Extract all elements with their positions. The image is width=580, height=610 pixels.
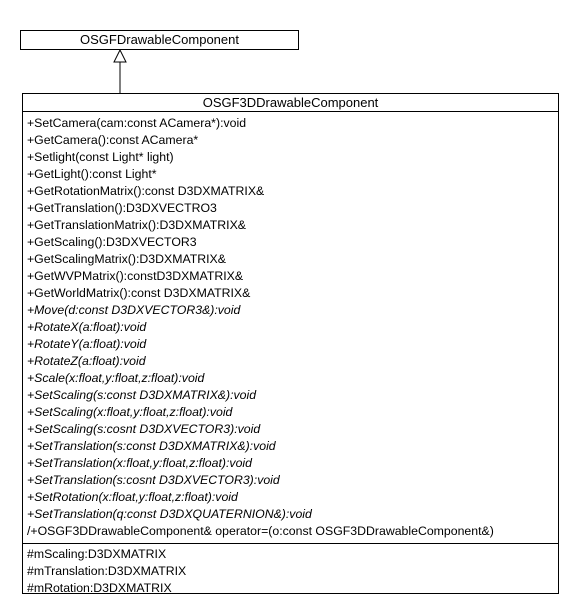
attribute-row: #mTranslation:D3DXMATRIX	[27, 564, 187, 578]
operation-row: +RotateY(a:float):void	[27, 337, 147, 351]
operation-row: +SetCamera(cam:const ACamera*):void	[27, 116, 247, 130]
operation-row: +SetScaling(s:cosnt D3DXVECTOR3):void	[27, 422, 261, 436]
operation-row: /+OSGF3DDrawableComponent& operator=(o:c…	[27, 524, 494, 538]
operation-row: +RotateX(a:float):void	[27, 320, 147, 334]
child-class-name: OSGF3DDrawableComponent	[23, 94, 558, 112]
inheritance-triangle-icon	[113, 48, 127, 63]
operation-row: +GetLight():const Light*	[27, 167, 157, 181]
child-class-box: OSGF3DDrawableComponent +SetCamera(cam:c…	[22, 93, 559, 597]
operations-compartment: +SetCamera(cam:const ACamera*):void +GetC…	[23, 112, 558, 544]
operation-row: +SetScaling(s:const D3DXMATRIX&):void	[27, 388, 257, 402]
operation-row: +GetWorldMatrix():const D3DXMATRIX&	[27, 286, 251, 300]
operation-row: +GetScalingMatrix():D3DXMATRIX&	[27, 252, 226, 266]
attributes-compartment: #mScaling:D3DXMATRIX #mTranslation:D3DXMA…	[23, 544, 558, 597]
attribute-row: #mScaling:D3DXMATRIX	[27, 547, 167, 561]
operation-row: +GetScaling():D3DXVECTOR3	[27, 235, 197, 249]
operation-row: +Setlight(const Light* light)	[27, 150, 174, 164]
operation-row: +SetTranslation(s:cosnt D3DXVECTOR3):voi…	[27, 473, 280, 487]
operation-row: +GetTranslationMatrix():D3DXMATRIX&	[27, 218, 247, 232]
operation-row: +SetTranslation(s:const D3DXMATRIX&):voi…	[27, 439, 276, 453]
operation-row: +RotateZ(a:float):void	[27, 354, 146, 368]
operation-row: +SetTranslation(x:float,y:float,z:float)…	[27, 456, 252, 470]
operation-row: +SetTranslation(q:const D3DXQUATERNION&)…	[27, 507, 312, 521]
operation-row: +GetCamera():const ACamera*	[27, 133, 199, 147]
operation-row: +SetRotation(x:float,y:float,z:float):vo…	[27, 490, 238, 504]
operation-row: +SetScaling(x:float,y:float,z:float):voi…	[27, 405, 233, 419]
parent-class-box: OSGFDrawableComponent	[20, 30, 299, 50]
operation-row: +GetTranslation():D3DXVECTRO3	[27, 201, 217, 215]
operation-row: +Scale(x:float,y:float,z:float):void	[27, 371, 205, 385]
parent-class-name: OSGFDrawableComponent	[80, 32, 239, 47]
operation-row: +GetWVPMatrix():constD3DXMATRIX&	[27, 269, 244, 283]
operation-row: +GetRotationMatrix():const D3DXMATRIX&	[27, 184, 265, 198]
operation-row: +Move(d:const D3DXVECTOR3&):void	[27, 303, 241, 317]
attribute-row: #mRotation:D3DXMATRIX	[27, 581, 172, 595]
